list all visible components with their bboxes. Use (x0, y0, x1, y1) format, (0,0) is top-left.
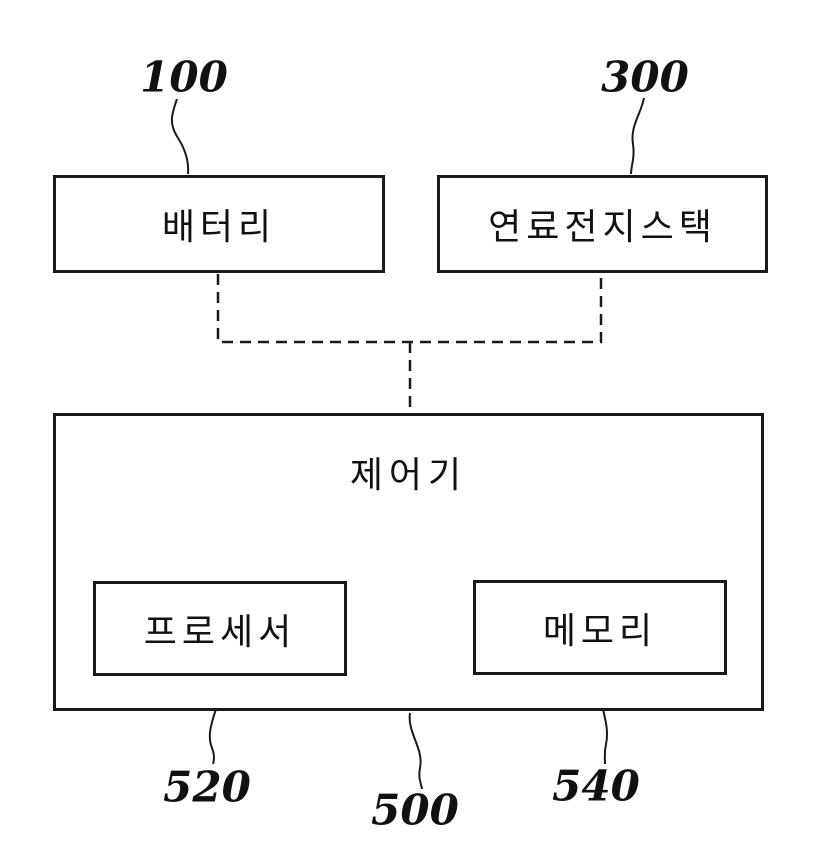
memory-label: 메모리 (542, 609, 658, 651)
battery-box: 배터리 (53, 175, 385, 273)
controller-label: 제어기 (349, 454, 468, 495)
ref-label-memory: 540 (552, 761, 640, 811)
ref-label-fuel-cell-stack: 300 (601, 52, 689, 102)
ref-label-controller: 500 (371, 785, 459, 835)
dashed-connector-battery-fuel (216, 274, 603, 344)
ref-label-processor: 520 (163, 762, 251, 812)
leader-line-300 (630, 97, 645, 175)
processor-label: 프로세서 (143, 610, 297, 652)
ref-label-battery: 100 (140, 52, 228, 102)
memory-box: 메모리 (473, 580, 727, 675)
leader-line-500 (408, 712, 423, 790)
processor-box: 프로세서 (93, 581, 347, 676)
fuel-cell-stack-label: 연료전지스택 (488, 206, 717, 247)
battery-label: 배터리 (161, 206, 277, 247)
leader-line-100 (170, 98, 190, 175)
fuel-cell-stack-box: 연료전지스택 (437, 175, 768, 273)
